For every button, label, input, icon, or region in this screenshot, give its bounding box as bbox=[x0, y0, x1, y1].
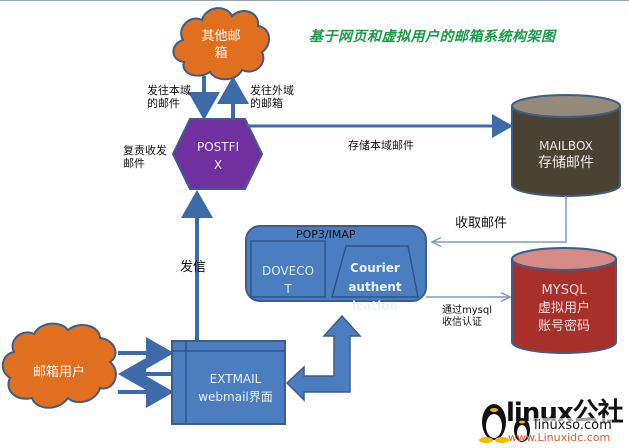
logo-watermark: www.Linuxidc.com bbox=[508, 431, 611, 444]
other-mailbox-line2: 箱 bbox=[214, 46, 228, 61]
extmail-label: EXTMAIL webmail界面 bbox=[198, 372, 273, 404]
responsible-label: 复责收发 邮件 bbox=[123, 144, 167, 170]
other-mailbox-cloud bbox=[172, 7, 270, 81]
penguin-icon bbox=[479, 404, 530, 443]
retrieve-arrow bbox=[432, 196, 567, 242]
users-cloud bbox=[1, 322, 117, 409]
external-delivery-label: 发往外域 的邮箱 bbox=[250, 84, 294, 110]
courier-label: Courier authent ication bbox=[348, 261, 402, 313]
retrieve-mail-label: 收取邮件 bbox=[455, 216, 508, 231]
courier-box bbox=[331, 245, 419, 298]
extmail-box bbox=[171, 340, 286, 425]
mailbox-label: MAILBOX 存储邮件 bbox=[538, 139, 594, 171]
dovecot-label: DOVECO T bbox=[261, 264, 315, 296]
other-mailbox-label: 其他邮 箱 bbox=[188, 28, 254, 62]
pop3-imap-label: POP3/IMAP bbox=[296, 228, 356, 241]
users-label: 邮箱用户 bbox=[32, 365, 85, 380]
local-delivery-label: 发往本域 的邮件 bbox=[147, 84, 191, 110]
store-local-label: 存储本域邮件 bbox=[348, 139, 414, 152]
auth-label: 通过mysql 收信认证 bbox=[442, 305, 492, 328]
logo-site: linuxso.com bbox=[534, 418, 612, 433]
send-mail-label: 发信 bbox=[180, 260, 207, 275]
top-border bbox=[0, 0, 629, 1]
dovecot-box bbox=[250, 240, 326, 298]
extmail-courier-arrow bbox=[285, 314, 362, 402]
mailbox-cylinder bbox=[511, 94, 621, 197]
linux-logo: linux公社 linuxso.com www.Linuxidc.com bbox=[478, 394, 628, 444]
other-mailbox-line1: 其他邮 bbox=[201, 29, 241, 44]
mysql-cylinder bbox=[511, 247, 617, 354]
postfix-label: POSTFI X bbox=[196, 140, 240, 172]
mysql-label: MYSQL 虚拟用户 账号密码 bbox=[537, 283, 590, 334]
diagram-title: 基于网页和虚拟用户的邮箱系统构架图 bbox=[309, 29, 556, 45]
postfix-hexagon bbox=[171, 118, 264, 190]
